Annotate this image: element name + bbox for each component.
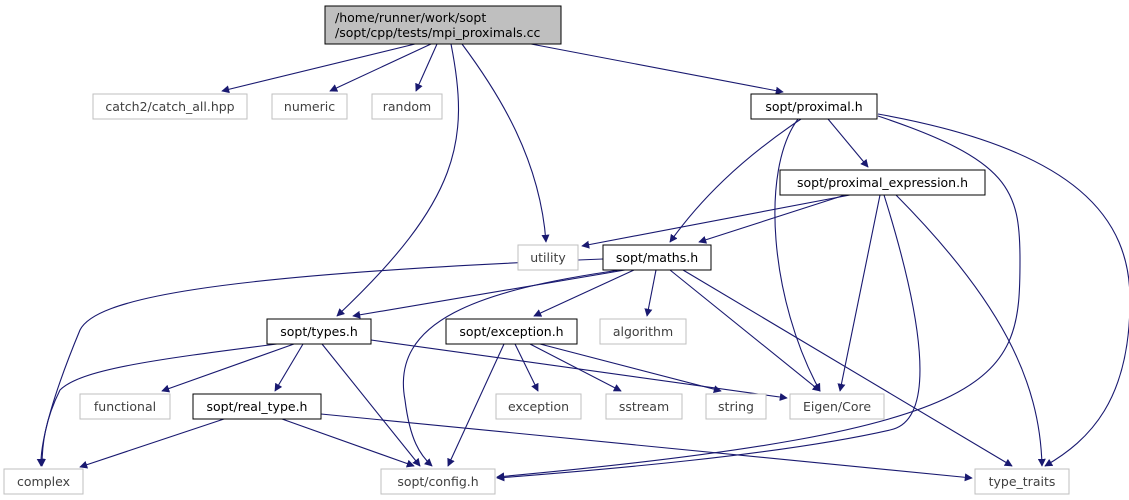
node-box [271,93,348,120]
edge-types-to-realtype [274,343,304,392]
nodes: /home/runner/work/sopt/sopt/cpp/tests/mp… [3,5,1070,495]
node-types[interactable]: sopt/types.h [266,318,372,345]
edge-proxexpr-to-typetraits [895,194,1046,467]
node-label: random [383,99,431,114]
node-numeric: numeric [271,93,348,120]
edge-realtype-to-complex [79,418,225,469]
node-label: complex [17,474,70,489]
node-eigen: Eigen/Core [789,393,885,420]
node-box [192,393,322,420]
node-maths[interactable]: sopt/maths.h [602,244,712,271]
node-label: sopt/maths.h [616,250,698,265]
edge-maths-to-eigen [669,269,821,392]
node-functional: functional [79,393,171,420]
edge-exception_h-to-string [539,343,722,394]
edge-proxexpr-to-eigen [837,194,881,392]
node-utility: utility [517,244,579,271]
node-label: /sopt/cpp/tests/mpi_proximals.cc [335,25,541,40]
node-box [599,318,687,345]
edge-maths-to-typetraits [682,269,1013,467]
node-label: sstream [619,399,669,414]
edge-proximal-to-eigen [774,118,821,392]
edge-root-to-numeric [329,43,432,92]
edge-maths-to-types [352,269,626,319]
node-box [779,169,986,196]
node-label: string [718,399,754,414]
edge-maths-to-complex [36,258,604,467]
node-label: functional [94,399,156,414]
node-label: /home/runner/work/sopt [335,10,486,25]
node-label: sopt/config.h [397,474,478,489]
node-label: type_traits [989,474,1056,489]
node-box [371,93,443,120]
node-root[interactable]: /home/runner/work/sopt/sopt/cpp/tests/mp… [324,5,562,45]
node-box [495,393,582,420]
node-config: sopt/config.h [380,468,496,495]
edge-exception_h-to-exception [514,343,539,392]
node-box [789,393,885,420]
node-box [705,393,767,420]
edge-maths-to-algorithm [644,269,657,317]
node-box [517,244,579,271]
node-box [266,318,372,345]
edges [36,43,1129,482]
edge-proximal-to-typetraits [877,113,1129,467]
node-label: algorithm [613,324,673,339]
node-random: random [371,93,443,120]
edge-realtype-to-typetraits [320,413,973,482]
node-box [605,393,683,420]
edge-proxexpr-to-maths [698,194,846,244]
edge-exception_h-to-sstream [529,343,622,392]
node-label: sopt/proximal_expression.h [797,175,968,190]
node-label: sopt/exception.h [459,324,563,339]
node-sstream: sstream [605,393,683,420]
node-proximal[interactable]: sopt/proximal.h [750,93,878,120]
edge-proximal-to-config [496,115,1021,481]
node-exception: exception [495,393,582,420]
node-box [445,318,578,345]
node-catch: catch2/catch_all.hpp [92,93,248,120]
edge-maths-to-exception_h [533,269,635,317]
node-typetraits: type_traits [974,468,1070,495]
edge-types-to-complex [38,343,278,467]
node-box [79,393,171,420]
node-exception_h[interactable]: sopt/exception.h [445,318,578,345]
node-algorithm: algorithm [599,318,687,345]
node-label: Eigen/Core [803,399,871,414]
node-label: exception [508,399,569,414]
node-box [3,468,84,495]
node-label: sopt/types.h [280,324,358,339]
node-label: sopt/real_type.h [207,399,308,414]
node-label: catch2/catch_all.hpp [105,99,234,114]
node-string: string [705,393,767,420]
node-label: sopt/proximal.h [765,99,862,114]
node-box [92,93,248,120]
node-box [602,244,712,271]
node-box [380,468,496,495]
node-box [974,468,1070,495]
edge-root-to-catch [221,43,416,94]
edge-types-to-functional [161,343,295,393]
edge-root-to-proximal [530,43,784,95]
node-label: utility [530,250,566,265]
edge-proxexpr-to-utility [581,194,851,249]
edge-proxexpr-to-config [496,194,921,482]
edge-proximal-to-proxexpr [827,118,869,168]
node-box [324,5,562,45]
node-complex: complex [3,468,84,495]
node-box [750,93,878,120]
edge-realtype-to-config [281,418,415,468]
edge-maths-to-config [402,269,621,467]
edge-root-to-random [415,43,438,92]
edge-exception_h-to-config [447,343,505,467]
node-label: numeric [284,99,335,114]
edge-root-to-types [336,43,459,317]
node-proxexpr[interactable]: sopt/proximal_expression.h [779,169,986,196]
edge-types-to-config [321,343,421,467]
node-realtype[interactable]: sopt/real_type.h [192,393,322,420]
edge-root-to-utility [461,43,550,243]
